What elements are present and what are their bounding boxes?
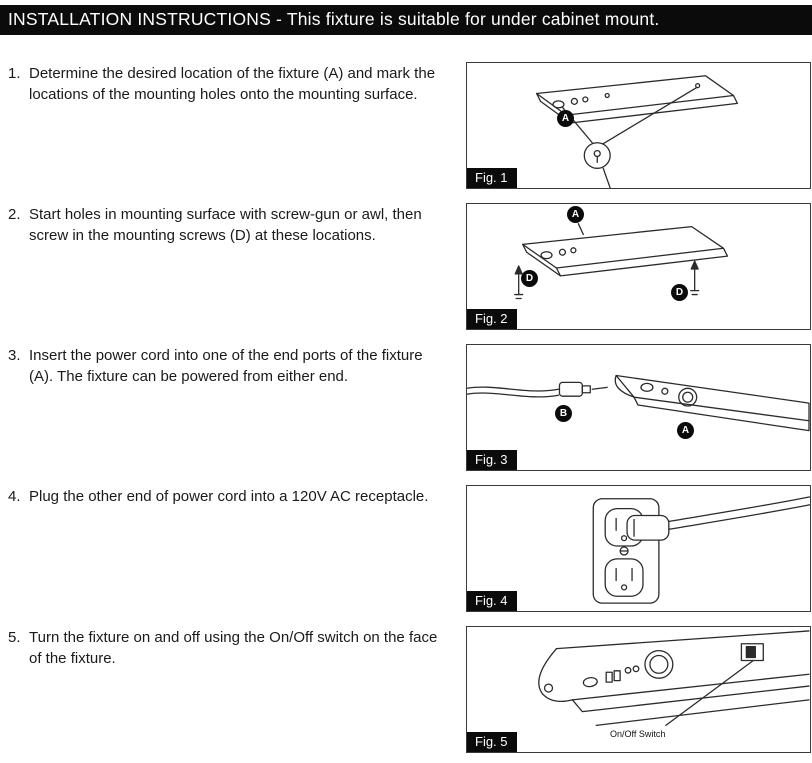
instructions-page: 1. Determine the desired location of the… (0, 35, 812, 753)
on-off-switch-annotation: On/Off Switch (610, 729, 666, 739)
figure-2-caption: Fig. 2 (467, 309, 517, 329)
step-5: 5. Turn the fixture on and off using the… (8, 626, 466, 669)
step-1: 1. Determine the desired location of the… (8, 62, 466, 105)
row-step-1: 1. Determine the desired location of the… (8, 62, 811, 189)
step-2-number: 2. (8, 206, 21, 223)
part-label-a: A (567, 206, 584, 223)
power-cord-connection-illustration (467, 374, 810, 432)
step-2-text: Start holes in mounting surface with scr… (29, 206, 422, 244)
figure-4-caption: Fig. 4 (467, 591, 517, 611)
part-label-d: D (671, 284, 688, 301)
step-3-text: Insert the power cord into one of the en… (29, 347, 423, 385)
step-2: 2. Start holes in mounting surface with … (8, 203, 466, 246)
step-3-number: 3. (8, 347, 21, 364)
figure-1-caption: Fig. 1 (467, 168, 517, 188)
step-5-number: 5. (8, 629, 21, 646)
row-step-5: 5. Turn the fixture on and off using the… (8, 626, 811, 753)
figure-4: Fig. 4 (466, 485, 811, 612)
header-subtitle: - This fixture is suitable for under cab… (271, 9, 660, 29)
header-bar: INSTALLATION INSTRUCTIONS - This fixture… (0, 5, 812, 35)
figure-3-caption: Fig. 3 (467, 450, 517, 470)
step-1-text: Determine the desired location of the fi… (29, 65, 436, 103)
mounting-screws-illustration (514, 223, 729, 300)
figure-5-caption: Fig. 5 (467, 732, 517, 752)
part-label-a: A (677, 422, 694, 439)
step-4-number: 4. (8, 488, 21, 505)
step-1-number: 1. (8, 65, 21, 82)
row-step-3: 3. Insert the power cord into one of the… (8, 344, 811, 471)
fixture-marking-illustration (535, 75, 739, 188)
part-label-d: D (521, 270, 538, 287)
wall-outlet-plug-illustration (592, 496, 810, 604)
figure-2: A D D Fig. 2 (466, 203, 811, 330)
row-step-2: 2. Start holes in mounting surface with … (8, 203, 811, 330)
figure-5: On/Off Switch Fig. 5 (466, 626, 811, 753)
row-step-4: 4. Plug the other end of power cord into… (8, 485, 811, 612)
step-4: 4. Plug the other end of power cord into… (8, 485, 466, 508)
part-label-b: B (555, 405, 572, 422)
step-4-text: Plug the other end of power cord into a … (29, 488, 429, 505)
header-title: INSTALLATION INSTRUCTIONS (8, 9, 271, 29)
step-3: 3. Insert the power cord into one of the… (8, 344, 466, 387)
figure-1: A Fig. 1 (466, 62, 811, 189)
on-off-switch-illustration (538, 630, 810, 727)
part-label-a: A (557, 110, 574, 127)
step-5-text: Turn the fixture on and off using the On… (29, 629, 438, 667)
figure-3: B A Fig. 3 (466, 344, 811, 471)
